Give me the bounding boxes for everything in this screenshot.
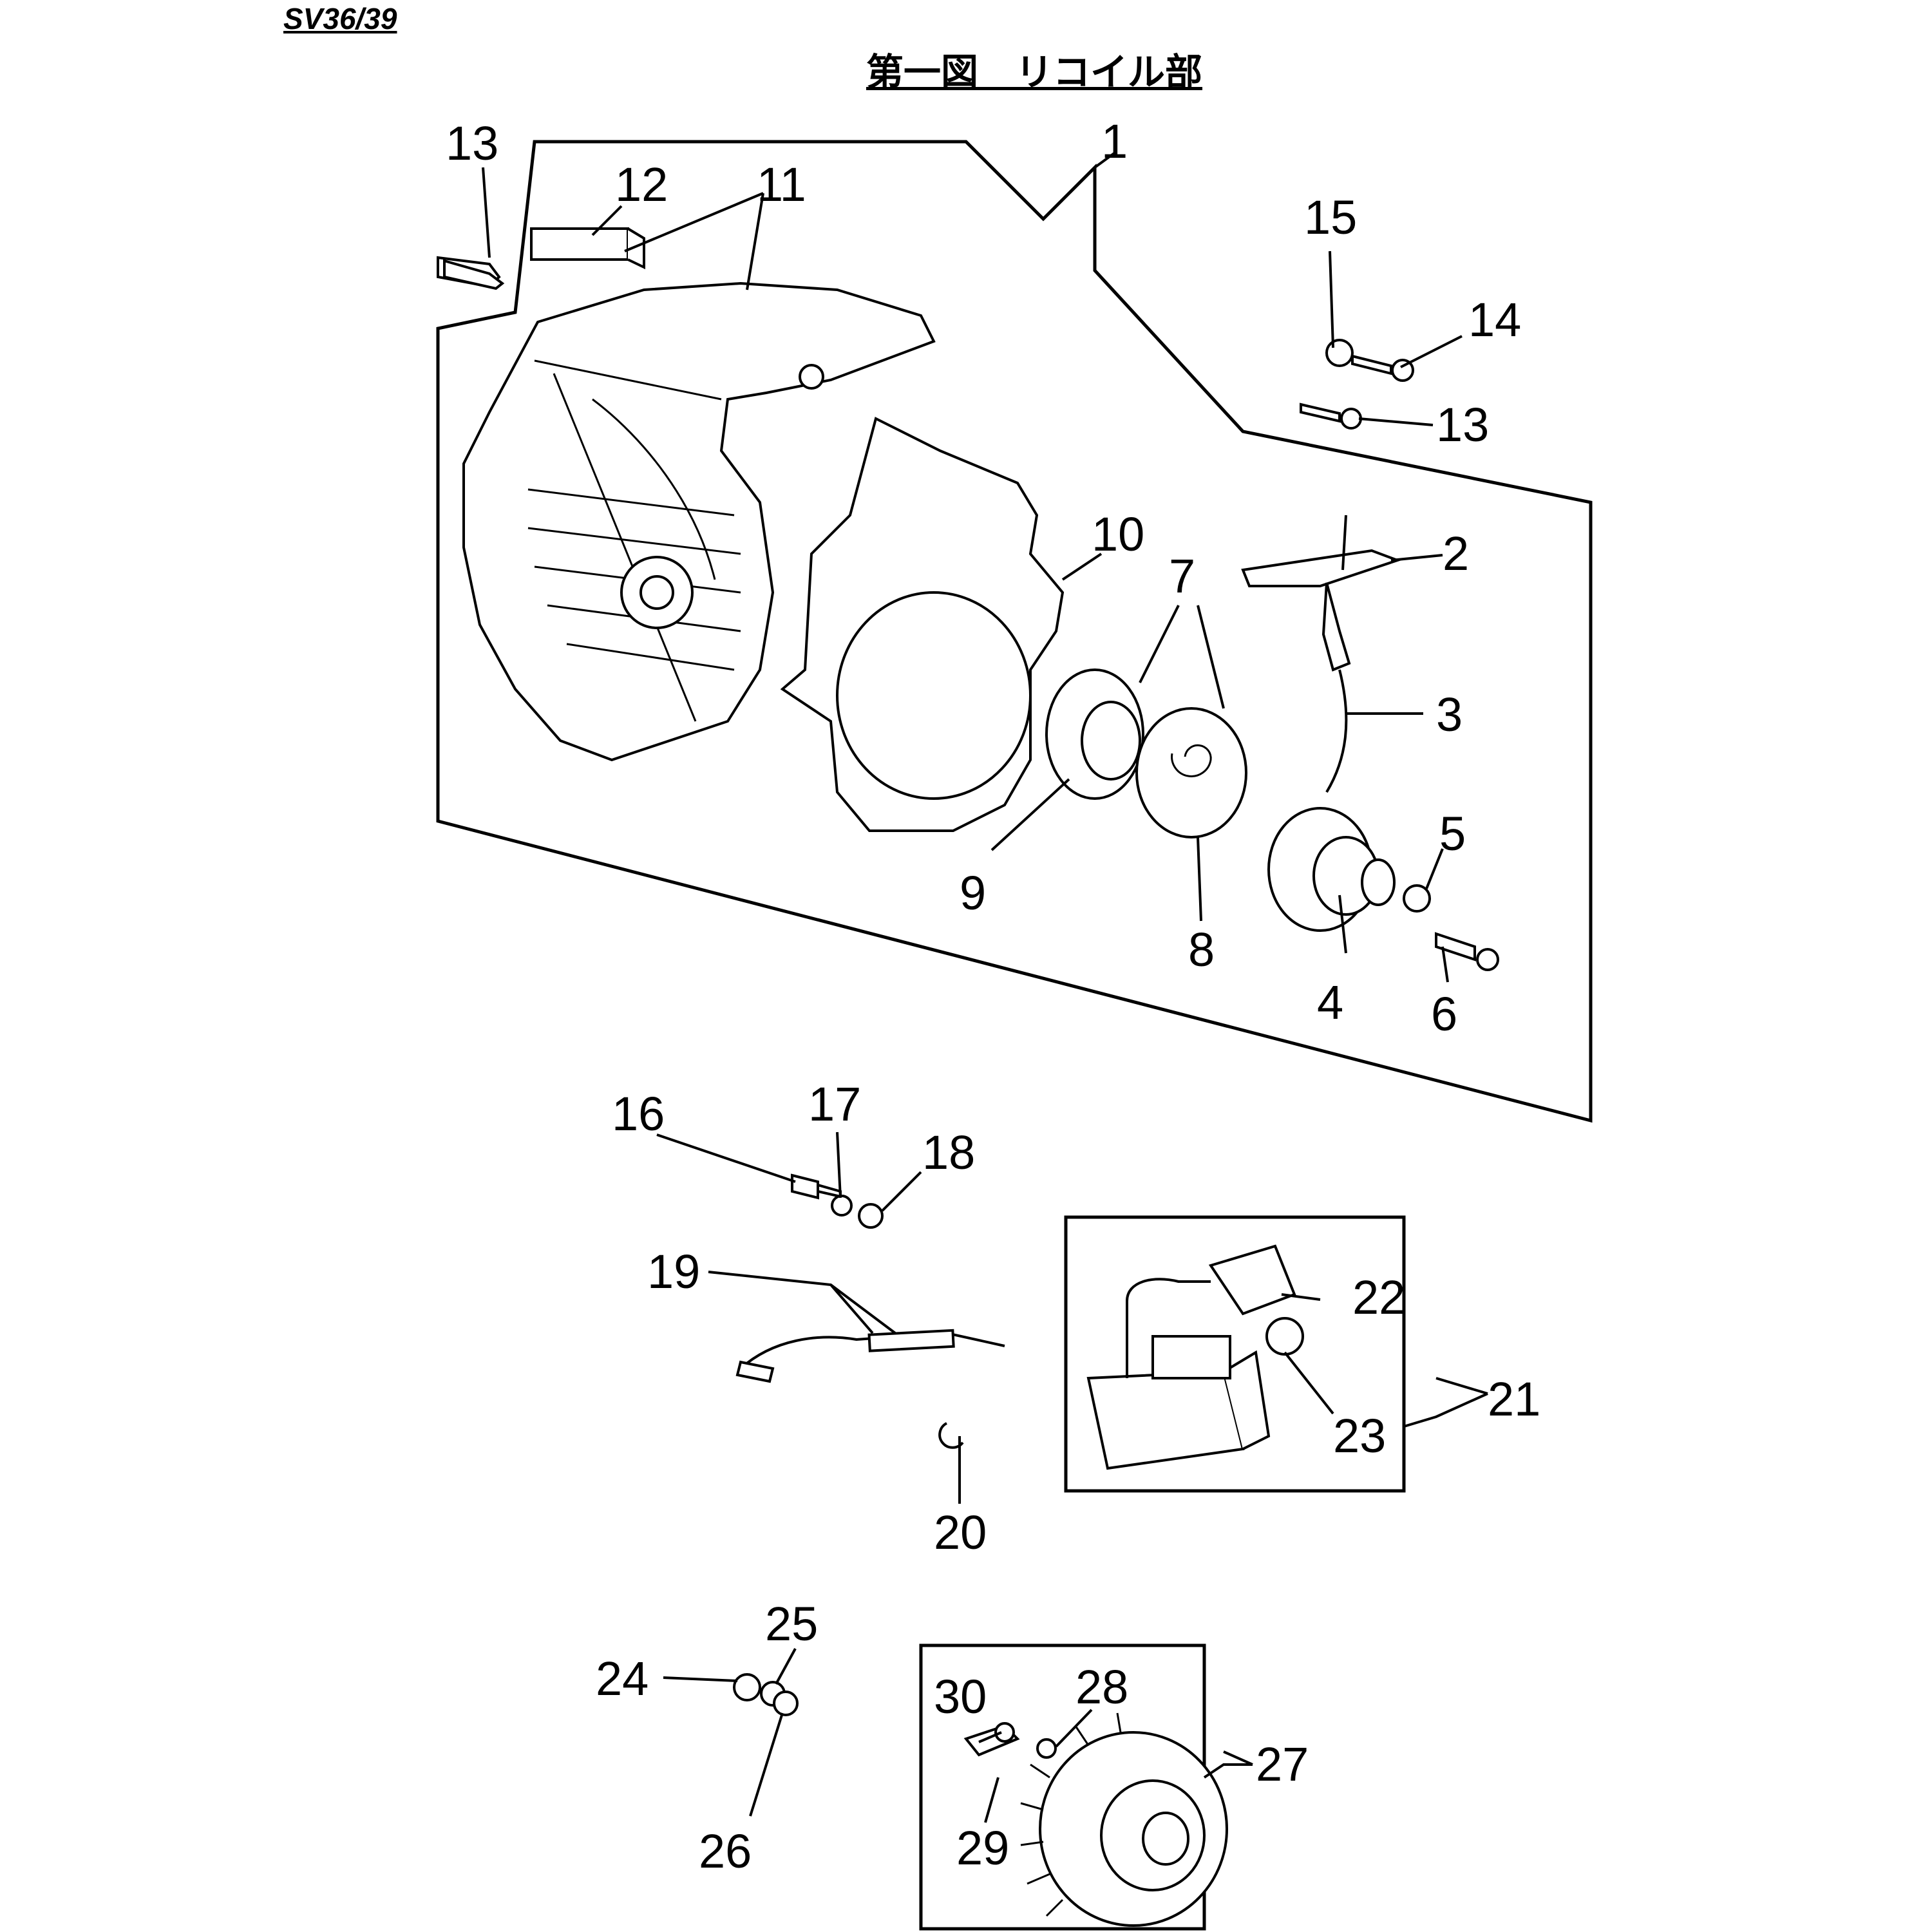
- fan-cover-part: [780, 417, 1065, 832]
- nut-washers-part: [733, 1673, 799, 1716]
- callout-30: 30: [934, 1670, 987, 1723]
- leader-lines: [482, 152, 1488, 1823]
- callout-26: 26: [699, 1824, 752, 1878]
- recoil-assembly-boundary: [436, 140, 1593, 1123]
- callout-5: 5: [1439, 807, 1466, 860]
- callout-8: 8: [1188, 923, 1215, 976]
- callout-10: 10: [1092, 507, 1144, 561]
- callout-15: 15: [1304, 191, 1357, 244]
- callout-22: 22: [1352, 1271, 1405, 1324]
- callout-16: 16: [612, 1087, 665, 1141]
- fasteners-upper: [443, 259, 1499, 971]
- callout-24: 24: [596, 1652, 649, 1705]
- callout-9: 9: [960, 866, 986, 920]
- spring-case-part: [1045, 668, 1247, 838]
- callout-4: 4: [1317, 976, 1343, 1029]
- recoil-housing-part: [437, 227, 936, 762]
- callout-13a: 13: [446, 117, 498, 170]
- callout-17: 17: [808, 1077, 861, 1131]
- ignition-fasteners: [735, 1173, 1005, 1449]
- callout-2: 2: [1443, 527, 1469, 580]
- flywheel-part: [963, 1712, 1228, 1927]
- callout-28: 28: [1075, 1660, 1128, 1714]
- callout-3: 3: [1436, 688, 1463, 741]
- callout-21: 21: [1488, 1372, 1540, 1426]
- callout-18: 18: [922, 1126, 975, 1179]
- callout-12: 12: [615, 158, 668, 211]
- diagram-title: 第一図 リコイル部: [866, 50, 1203, 94]
- callout-14: 14: [1468, 293, 1521, 346]
- callout-27: 27: [1256, 1738, 1309, 1791]
- callout-11: 11: [757, 158, 806, 211]
- callout-7: 7: [1169, 549, 1195, 603]
- callout-labels: 1 2 3 4 5 6 7 8 9 10 11 12 13 13 14 15 1…: [446, 115, 1540, 1878]
- callout-29: 29: [956, 1821, 1009, 1875]
- callout-23: 23: [1333, 1409, 1386, 1463]
- callout-13b: 13: [1436, 398, 1489, 451]
- callout-25: 25: [765, 1597, 818, 1651]
- callout-20: 20: [934, 1506, 987, 1559]
- callout-19: 19: [647, 1245, 700, 1298]
- model-code: SV36/39: [283, 2, 397, 35]
- ignition-coil-part: [1086, 1244, 1304, 1470]
- starter-handle-part: [1241, 515, 1401, 793]
- callout-6: 6: [1431, 987, 1457, 1041]
- recoil-pulley-part: [1267, 807, 1396, 932]
- ignition-coil-boundary: [1064, 1215, 1406, 1493]
- callout-1: 1: [1101, 115, 1128, 168]
